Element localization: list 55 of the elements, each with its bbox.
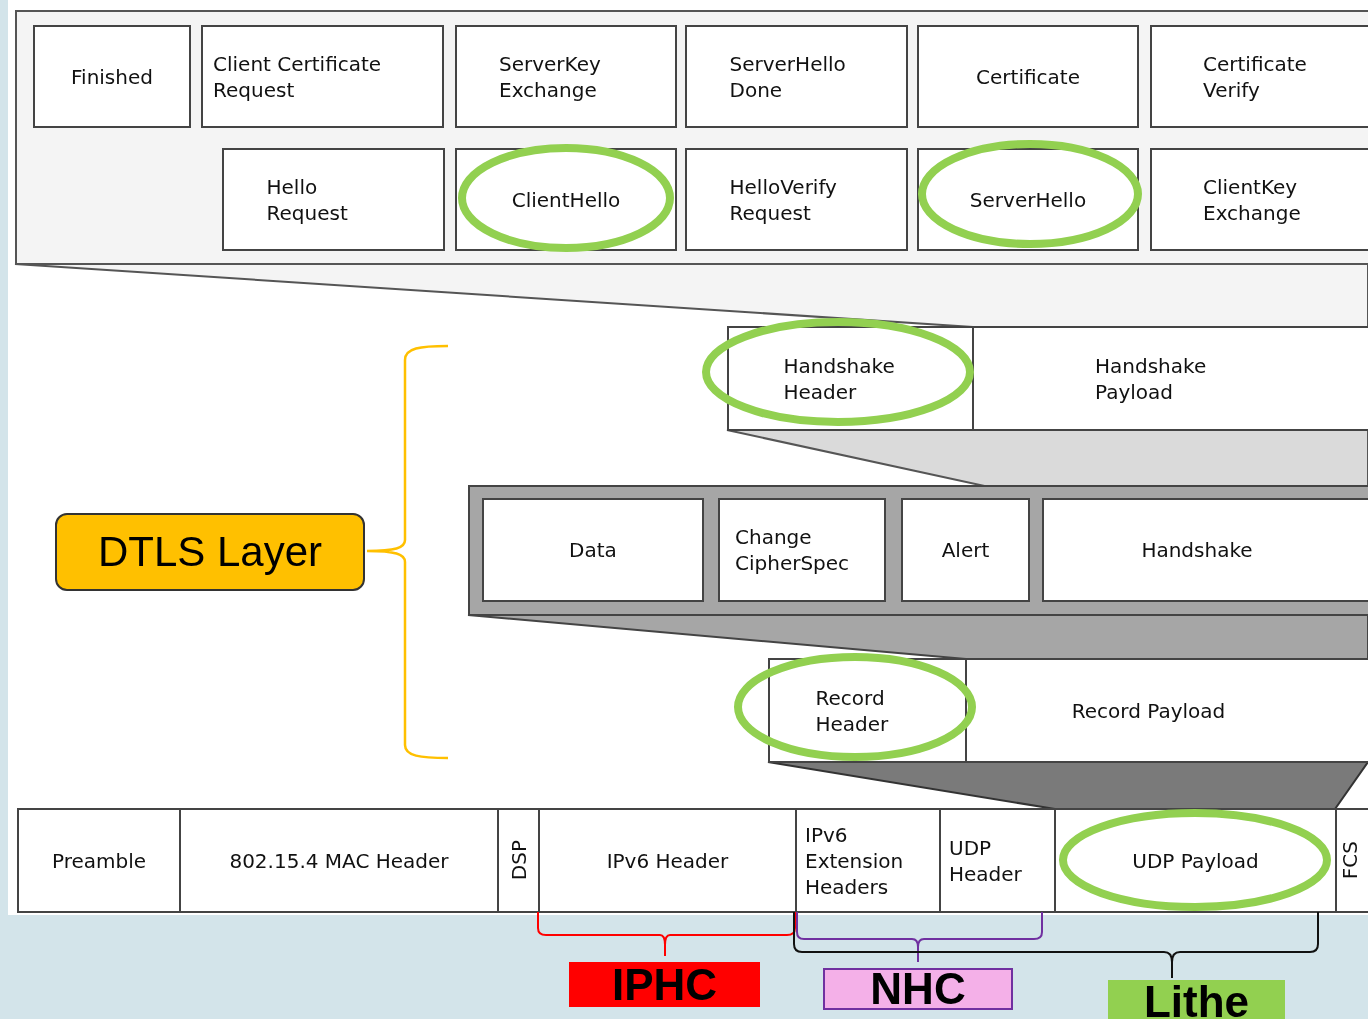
message-field — [33, 25, 191, 128]
field-label: IPv6 Extension Headers — [804, 821, 905, 900]
layer-label — [55, 513, 365, 591]
field-label: Preamble — [50, 847, 148, 874]
field-label: IPv6 Header — [605, 847, 730, 874]
field-label: FCS — [1337, 840, 1363, 882]
field-label: Lithe — [1142, 980, 1251, 1019]
field-label: NHC — [869, 970, 967, 1008]
field-label: DTLS Layer — [96, 531, 324, 573]
message-field — [685, 148, 908, 251]
content-type-field — [718, 498, 886, 602]
field-label: UDP Payload — [1131, 847, 1260, 874]
payload-field — [972, 326, 1368, 431]
field-label: Record Payload — [1070, 697, 1227, 724]
field-label: ServerHello Done — [728, 50, 847, 103]
message-field — [1150, 25, 1368, 128]
field-label: ServerHello — [968, 186, 1088, 213]
message-field — [1150, 148, 1368, 251]
field-label: Handshake Header — [782, 352, 896, 405]
field-label: HelloVerify Request — [728, 173, 838, 226]
frame-field — [17, 808, 181, 913]
field-label: Client Certificate Request — [212, 50, 383, 103]
field-label: ServerKey Exchange — [498, 50, 602, 103]
field-label: 802.15.4 MAC Header — [228, 847, 450, 874]
field-label: ClientKey Exchange — [1202, 173, 1302, 226]
message-field — [685, 25, 908, 128]
frame-field — [179, 808, 499, 913]
content-type-field — [1042, 498, 1368, 602]
message-field — [917, 25, 1139, 128]
field-label: ClientHello — [510, 186, 622, 213]
content-type-field — [482, 498, 704, 602]
message-field — [222, 148, 445, 251]
frame-field — [795, 808, 941, 913]
field-label: DSP — [505, 839, 532, 883]
field-label: Certificate Verify — [1202, 50, 1308, 103]
content-type-field — [901, 498, 1030, 602]
field-label: Certificate — [975, 63, 1081, 90]
field-label: Finished — [70, 63, 154, 90]
compression-label — [1108, 980, 1285, 1019]
field-label: Alert — [940, 537, 991, 563]
field-label: UDP Header — [948, 834, 1023, 887]
frame-field — [939, 808, 1056, 913]
frame-field — [538, 808, 797, 913]
compression-label — [823, 968, 1013, 1010]
field-label: IPHC — [610, 962, 719, 1007]
message-field — [455, 25, 677, 128]
field-label: Change CipherSpec — [734, 524, 851, 576]
compression-label — [569, 962, 760, 1007]
message-field — [201, 25, 444, 128]
field-label: Handshake — [1140, 537, 1254, 563]
field-label: Data — [568, 537, 618, 563]
field-label: Handshake Payload — [1094, 352, 1208, 405]
field-label: Hello Request — [265, 173, 349, 226]
field-label: Record Header — [814, 684, 890, 737]
frame-field — [497, 808, 540, 913]
